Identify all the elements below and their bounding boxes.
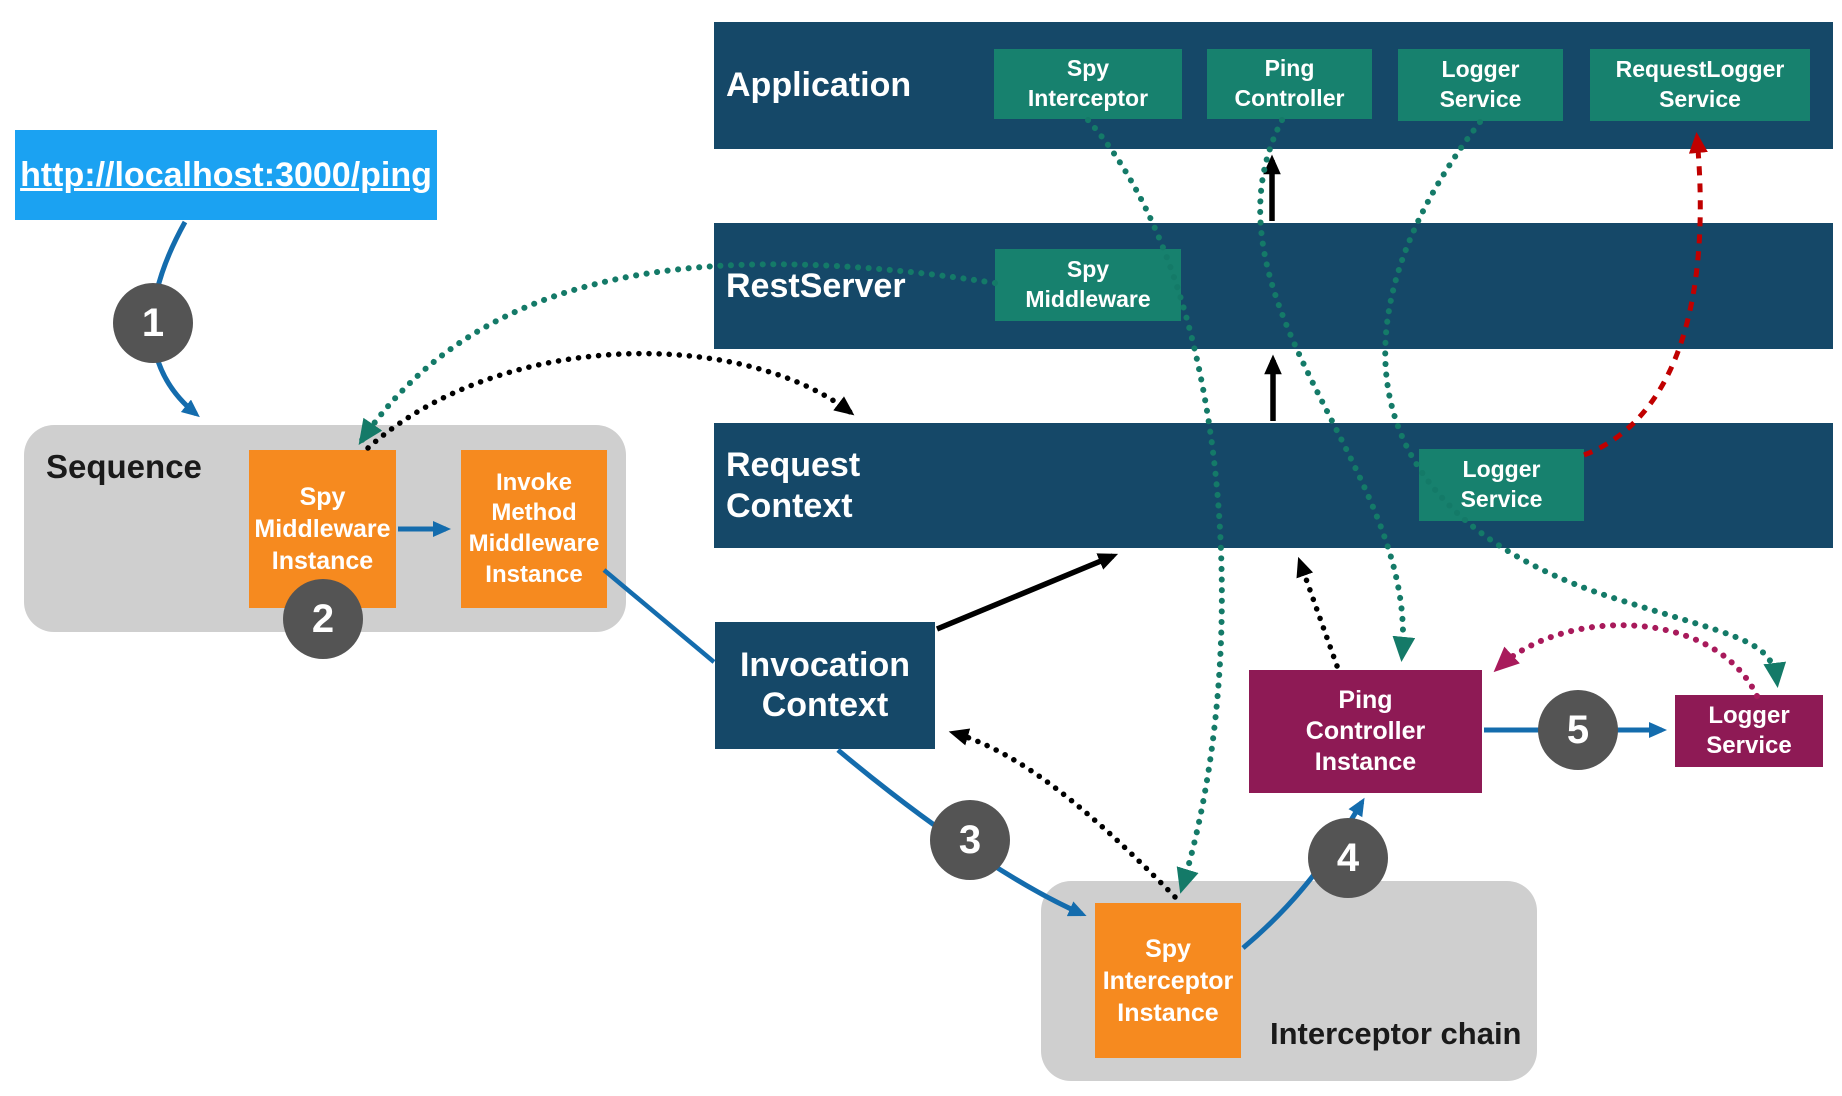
application-layer-label: Application	[726, 66, 912, 105]
step-circle-3: 3	[930, 800, 1010, 880]
chip-requestlogger-service: RequestLogger Service	[1590, 49, 1810, 121]
chip-context-logger-service: Logger Service	[1419, 449, 1584, 521]
request-url-link[interactable]: http://localhost:3000/ping	[20, 155, 432, 194]
step-circle-1: 1	[113, 283, 193, 363]
step-circle-4: 4	[1308, 818, 1388, 898]
step-3-number: 3	[958, 817, 982, 862]
dotted-arrow-ping-controller-chip-to-instance	[1257, 117, 1416, 662]
chip-spy-middleware: Spy Middleware	[995, 249, 1181, 321]
step-circle-5: 5	[1538, 690, 1618, 770]
step-5-number: 5	[1566, 707, 1590, 752]
dotted-arrow-logger-service-chip-to-instance	[1382, 119, 1787, 688]
invocation-context-node: Invocation Context	[715, 622, 935, 749]
step-1-number: 1	[141, 300, 165, 345]
rest-server-layer-bar: RestServer	[714, 223, 1833, 349]
request-url-box: http://localhost:3000/ping	[15, 130, 437, 220]
chip-ping-controller: Ping Controller	[1207, 49, 1372, 119]
chip-logger-service: Logger Service	[1398, 49, 1563, 121]
step-circle-2: 2	[283, 579, 363, 659]
spy-interceptor-instance-node: Spy Interceptor Instance	[1095, 903, 1241, 1058]
chip-spy-interceptor: Spy Interceptor	[994, 49, 1182, 119]
ping-controller-instance-node: Ping Controller Instance	[1249, 670, 1482, 793]
dotted-arrow-logger-service-to-ping-controller-instance	[1493, 622, 1760, 699]
invoke-method-middleware-instance-node: Invoke Method Middleware Instance	[461, 450, 607, 608]
sequence-group-label: Sequence	[46, 448, 202, 485]
request-context-layer-label: Request Context	[726, 446, 861, 525]
dotted-arrow-ping-controller-instance-to-request-context	[1296, 556, 1340, 669]
interceptor-chain-group-label: Interceptor chain	[1270, 1016, 1522, 1051]
step-2-number: 2	[311, 596, 335, 641]
logger-service-instance-node: Logger Service	[1675, 695, 1823, 767]
rest-server-layer-label: RestServer	[726, 266, 906, 305]
request-context-layer-bar: Request Context	[714, 423, 1833, 548]
step-4-number: 4	[1336, 835, 1360, 880]
arrow-invocation-context-to-request-context	[935, 553, 1119, 632]
